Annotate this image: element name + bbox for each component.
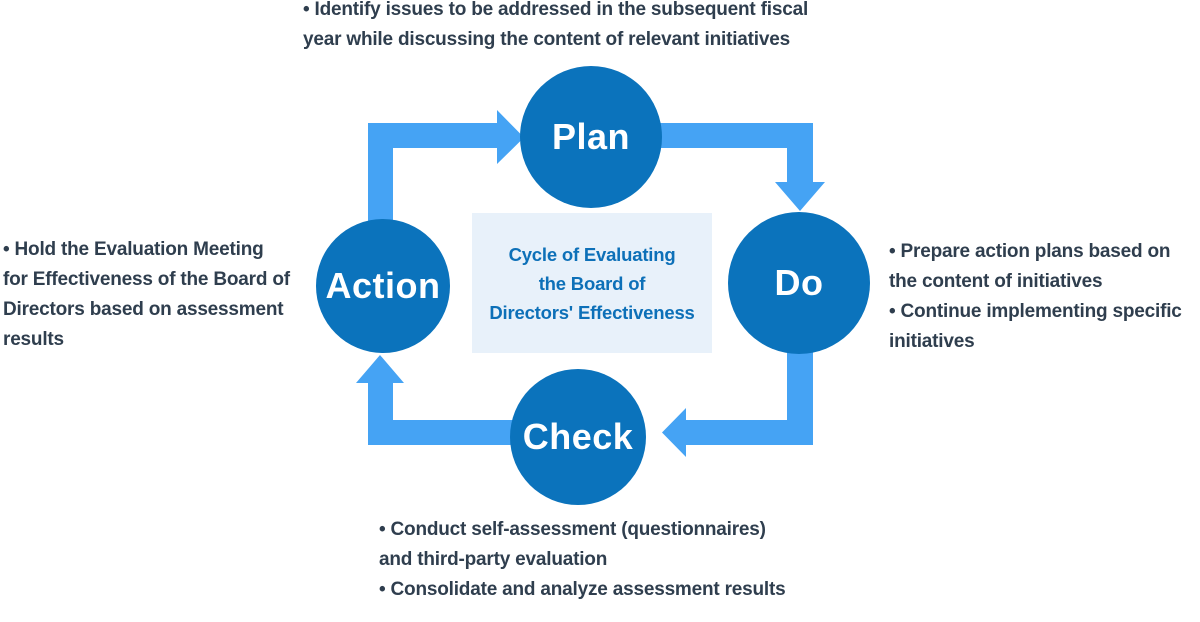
arrow-do-to-check bbox=[662, 348, 813, 457]
annotation-check-line: and third-party evaluation bbox=[379, 549, 608, 570]
annotation-plan: • Identify issues to be addressed in the… bbox=[303, 0, 808, 55]
annotation-check-line: • Consolidate and analyze assessment res… bbox=[379, 579, 786, 600]
arrow-check-to-action bbox=[356, 355, 522, 445]
annotation-plan-line: year while discussing the content of rel… bbox=[303, 29, 790, 50]
annotation-do-line: • Continue implementing specific bbox=[889, 301, 1182, 322]
node-action: Action bbox=[316, 219, 450, 353]
annotation-do-line: initiatives bbox=[889, 331, 975, 352]
annotation-do-line: • Prepare action plans based on bbox=[889, 241, 1171, 262]
arrow-plan-to-do bbox=[657, 123, 825, 211]
annotation-action: • Hold the Evaluation Meeting for Effect… bbox=[3, 235, 290, 355]
annotation-plan-line: • Identify issues to be addressed in the… bbox=[303, 0, 809, 20]
annotation-action-line: Directors based on assessment bbox=[3, 299, 284, 320]
annotation-check-line: • Conduct self-assessment (questionnaire… bbox=[379, 519, 766, 540]
node-action-label: Action bbox=[325, 265, 441, 306]
node-check-label: Check bbox=[522, 416, 634, 457]
annotation-action-line: results bbox=[3, 329, 64, 350]
node-plan: Plan bbox=[520, 66, 662, 208]
node-check: Check bbox=[510, 369, 646, 505]
node-do-label: Do bbox=[774, 262, 824, 303]
arrow-action-to-plan bbox=[368, 110, 524, 228]
center-label-box: Cycle of Evaluating the Board of Directo… bbox=[472, 213, 712, 353]
center-label-line: the Board of bbox=[538, 272, 646, 294]
annotation-check: • Conduct self-assessment (questionnaire… bbox=[379, 515, 786, 605]
annotation-do: • Prepare action plans based on the cont… bbox=[889, 237, 1182, 357]
annotation-action-line: • Hold the Evaluation Meeting bbox=[3, 239, 264, 260]
node-do: Do bbox=[728, 212, 870, 354]
annotation-do-line: the content of initiatives bbox=[889, 271, 1103, 292]
center-label-line: Cycle of Evaluating bbox=[508, 243, 676, 265]
annotation-action-line: for Effectiveness of the Board of bbox=[3, 269, 290, 290]
center-label-line: Directors' Effectiveness bbox=[489, 301, 695, 323]
node-plan-label: Plan bbox=[551, 116, 631, 157]
